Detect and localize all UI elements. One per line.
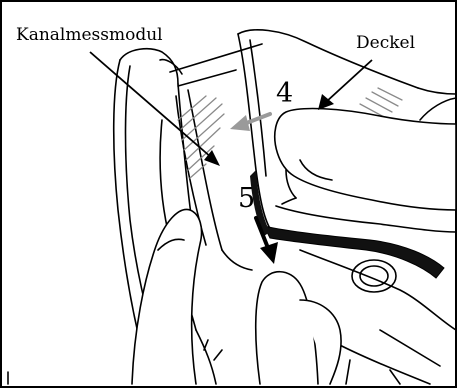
leader-module [90, 52, 220, 166]
cover-label: Deckel [356, 35, 415, 52]
right-hand [275, 98, 456, 210]
step-4-number: 4 [276, 80, 293, 107]
step-5-number: 5 [238, 185, 255, 212]
right-finger-lower [256, 272, 341, 384]
device-housing [8, 44, 262, 384]
leader-cover [318, 60, 372, 110]
knob [352, 260, 396, 292]
left-hand [132, 209, 202, 384]
module-label: Kanalmessmodul [16, 27, 163, 44]
step-5-arrow [256, 218, 278, 264]
